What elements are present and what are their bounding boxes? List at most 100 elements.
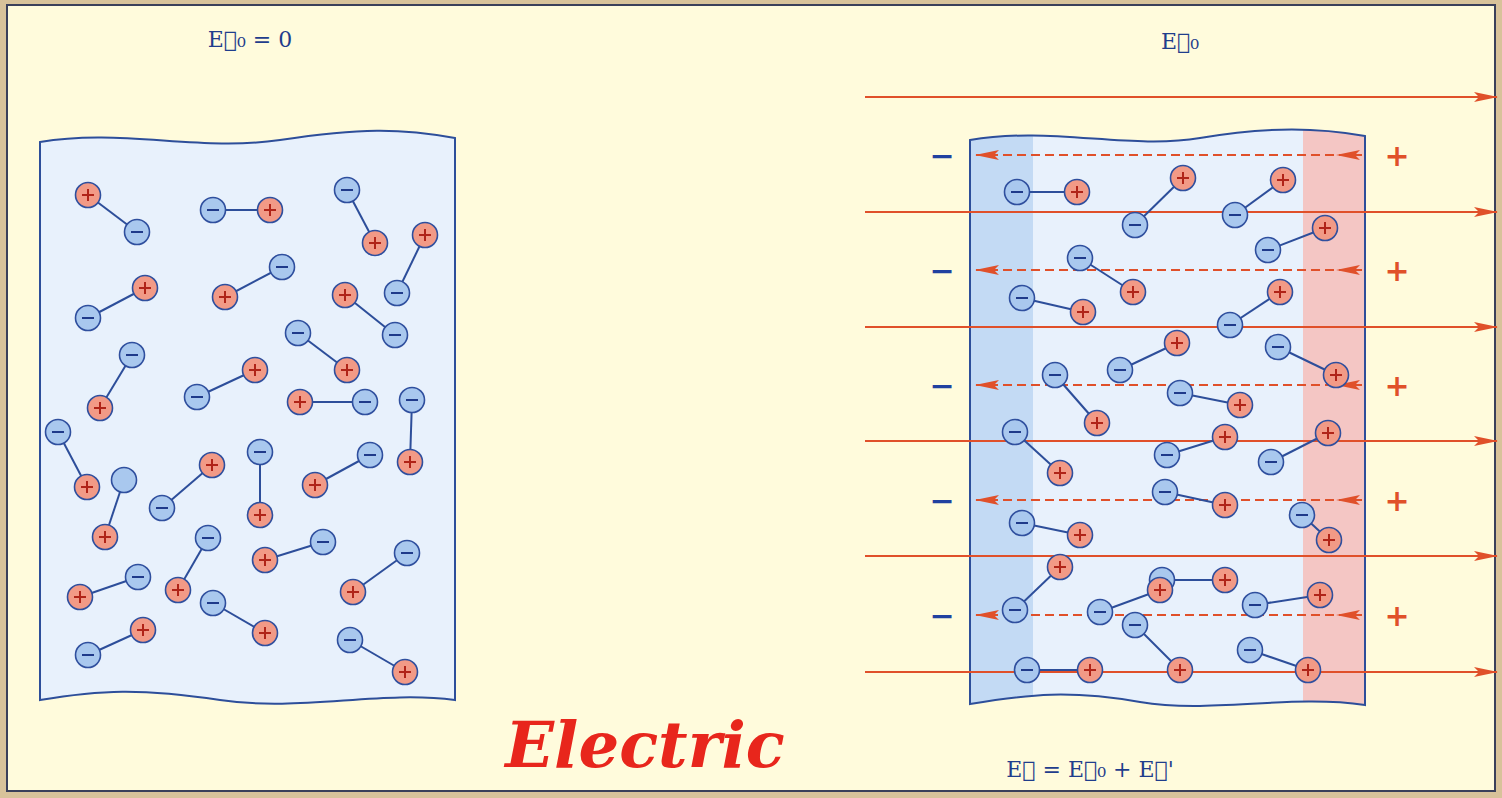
field-sum-label: E⃗ = E⃗₀ + E⃗' [1006,758,1174,782]
arrowhead [1336,495,1360,505]
watermark-title: Electric [505,710,784,780]
negative-charge [1123,613,1148,638]
field-line [865,211,1497,213]
positive-charge [88,396,113,421]
positive-surface-charge: + [1384,484,1409,517]
negative-charge [1068,246,1093,271]
negative-charge [1003,420,1028,445]
induced-line [976,614,1362,616]
field-line [865,440,1497,442]
positive-charge [1048,461,1073,486]
induced-line [976,154,1362,156]
negative-charge [185,385,210,410]
positive-charge [75,475,100,500]
positive-charge [413,223,438,248]
positive-charge [200,453,225,478]
positive-charge [1065,180,1090,205]
positive-charge [253,548,278,573]
positive-charge [335,358,360,383]
positive-surface-charge: + [1384,369,1409,402]
negative-charge [46,420,71,445]
negative-charge [201,198,226,223]
positive-charge [68,585,93,610]
positive-charge [1317,528,1342,553]
negative-charge [150,496,175,521]
positive-charge [1213,425,1238,450]
negative-charge [400,388,425,413]
negative-charge [358,443,383,468]
arrowhead [1336,150,1360,160]
positive-charge [1165,331,1190,356]
negative-charge [353,390,378,415]
random-dipoles [58,190,425,672]
positive-charge [1228,393,1253,418]
positive-charge [1168,658,1193,683]
negative-charge [248,440,273,465]
positive-charge [248,503,273,528]
negative-charge [125,220,150,245]
positive-charge [363,231,388,256]
positive-charge [393,660,418,685]
positive-surface-layer [1303,120,1365,720]
aligned-dipole-charges [1003,166,1349,683]
field-line [865,326,1497,328]
negative-charge [1015,658,1040,683]
induced-line [976,269,1362,271]
negative-charge [1123,213,1148,238]
arrowhead [1336,610,1360,620]
negative-charge [76,306,101,331]
negative-surface-layer [970,120,1033,720]
positive-charge [258,198,283,223]
positive-charge [333,283,358,308]
negative-charge [1256,238,1281,263]
negative-charge [1243,593,1268,618]
positive-charge [243,358,268,383]
positive-charge [76,183,101,208]
positive-charge [341,580,366,605]
negative-charge [1238,638,1263,663]
positive-charge [303,473,328,498]
neutral-charge [112,468,137,493]
negative-surface-charge: − [929,484,954,517]
negative-charge [338,628,363,653]
negative-charge [1155,443,1180,468]
positive-charge [1121,280,1146,305]
field-line [865,96,1497,98]
positive-charge [133,276,158,301]
negative-charge [335,178,360,203]
negative-charge [1010,286,1035,311]
negative-charge [1266,335,1291,360]
positive-charge [166,578,191,603]
positive-charge [1071,300,1096,325]
negative-charge [120,343,145,368]
positive-charge [131,618,156,643]
positive-charge [1068,523,1093,548]
positive-charge [1271,168,1296,193]
negative-charge [1003,598,1028,623]
positive-charge [288,390,313,415]
positive-charge [1313,216,1338,241]
negative-charge [1223,203,1248,228]
random-dipole-charges [46,178,438,685]
positive-charge [1308,583,1333,608]
positive-charge [1048,555,1073,580]
negative-surface-charge: − [929,599,954,632]
negative-charge [1153,480,1178,505]
positive-charge [1148,578,1173,603]
positive-charge [1085,411,1110,436]
negative-charge [76,643,101,668]
negative-charge [201,591,226,616]
induced-field-lines [976,155,1362,615]
negative-charge [286,321,311,346]
positive-charge [253,621,278,646]
negative-charge [196,526,221,551]
negative-charge [1088,600,1113,625]
negative-surface-charge: − [929,139,954,172]
negative-charge [1218,313,1243,338]
field-label: E⃗₀ [1161,30,1199,54]
dielectric-slab [40,131,455,704]
negative-charge [1108,358,1133,383]
negative-surface-charge: − [929,369,954,402]
negative-charge [395,541,420,566]
